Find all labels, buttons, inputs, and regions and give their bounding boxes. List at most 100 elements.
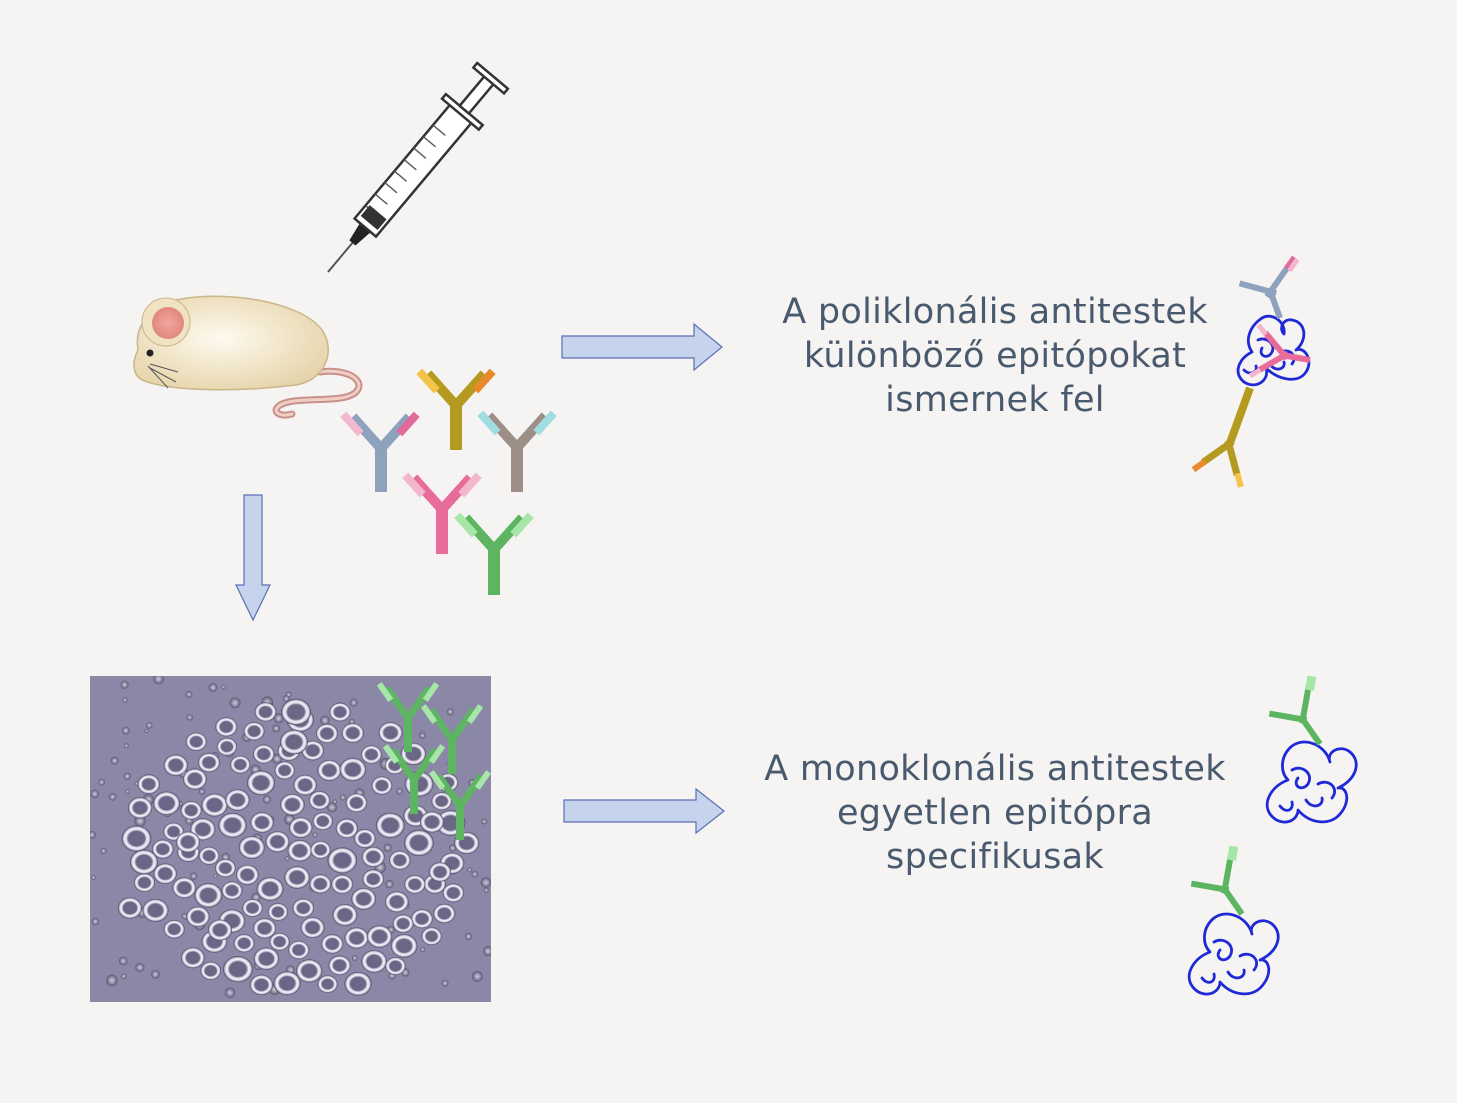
- debris-dot: [482, 946, 491, 957]
- hybridoma-cell: [127, 797, 153, 819]
- hybridoma-cell: [296, 959, 323, 983]
- hybridoma-cell: [360, 745, 382, 764]
- hybridoma-cell: [273, 971, 301, 996]
- hybridoma-cell: [269, 932, 290, 951]
- debris-dot: [98, 778, 106, 786]
- debris-dot: [396, 787, 403, 795]
- hybridoma-cell: [431, 792, 452, 811]
- hybridoma-cell: [243, 722, 265, 741]
- debris-dot: [419, 732, 426, 739]
- debris-dot: [120, 973, 127, 980]
- hybridoma-cell: [225, 789, 250, 811]
- hybridoma-cell: [361, 950, 387, 973]
- debris-dot: [326, 802, 338, 813]
- hybridoma-micrograph: [90, 676, 492, 1002]
- hybridoma-cell: [130, 849, 158, 875]
- arrow-right-bottom: [563, 787, 725, 835]
- hybridoma-cell: [354, 829, 376, 848]
- hybridoma-cell: [198, 846, 220, 865]
- hybridoma-cell: [152, 839, 174, 859]
- hybridoma-cell: [280, 793, 305, 816]
- hybridoma-cell: [341, 723, 364, 743]
- hybridoma-cell: [288, 940, 310, 960]
- debris-dot: [153, 676, 164, 685]
- debris-dot: [110, 756, 119, 765]
- debris-dot: [185, 691, 193, 698]
- hybridoma-cell: [328, 955, 351, 976]
- syringe-icon: [327, 61, 510, 273]
- debris-dot: [108, 792, 117, 801]
- debris-dot: [273, 713, 284, 724]
- debris-dot: [349, 698, 358, 707]
- antigen-blob-icon: [1236, 314, 1311, 387]
- hybridoma-cell: [201, 793, 228, 817]
- debris-dot: [383, 843, 392, 852]
- debris-dot: [284, 856, 290, 862]
- debris-dot: [464, 932, 473, 941]
- hybridoma-cell: [335, 818, 358, 839]
- debris-dot: [282, 695, 290, 703]
- hybridoma-cell: [274, 761, 295, 780]
- hybridoma-cell: [345, 793, 368, 813]
- hybridoma-cell: [254, 702, 277, 722]
- debris-dot: [221, 684, 226, 690]
- hybridoma-cell: [153, 863, 177, 884]
- polyclonal-antibodies-group: [340, 368, 557, 595]
- hybridoma-cell: [292, 898, 315, 918]
- debris-dot: [135, 962, 145, 973]
- hybridoma-cell: [317, 759, 342, 781]
- hybridoma-cell: [186, 906, 210, 928]
- hybridoma-cell: [390, 934, 418, 958]
- hybridoma-cell: [281, 698, 311, 726]
- debris-dot: [198, 788, 206, 795]
- hybridoma-cell: [182, 768, 207, 790]
- hybridoma-cell: [280, 729, 308, 755]
- hybridoma-cell: [256, 877, 284, 901]
- hybridoma-cell: [375, 812, 405, 839]
- polyclonal-caption-line-1: A poliklonális antitestek: [782, 292, 1208, 332]
- hybridoma-cell: [200, 961, 222, 980]
- hybridoma-cell: [242, 899, 263, 917]
- hybridoma-cell: [172, 877, 197, 899]
- hybridoma-cell: [442, 883, 464, 903]
- hybridoma-cell: [198, 752, 220, 773]
- hybridoma-cell: [384, 891, 409, 913]
- hybridoma-cell: [142, 898, 169, 922]
- antigen-blob-icon: [1187, 912, 1280, 996]
- hybridoma-cell: [176, 831, 200, 853]
- debris-dot: [91, 875, 96, 880]
- hybridoma-cell: [366, 925, 393, 948]
- debris-dot: [122, 697, 128, 703]
- hybridoma-cell: [238, 835, 265, 859]
- monoclonal-caption: A monoklonális antitestek egyetlen epitó…: [740, 747, 1250, 879]
- hybridoma-cell: [331, 874, 354, 894]
- hybridoma-cell: [321, 934, 344, 954]
- hybridoma-cell: [215, 717, 238, 737]
- hybridoma-cell: [194, 883, 223, 908]
- debris-dot: [186, 713, 193, 721]
- debris-dot: [181, 913, 188, 920]
- hybridoma-cell: [404, 829, 434, 857]
- debris-dot: [385, 879, 394, 889]
- hybridoma-cell: [233, 934, 255, 953]
- hybridoma-cell: [344, 971, 372, 996]
- hybridoma-cell: [371, 776, 393, 795]
- antibody-gold-icon: [416, 368, 496, 450]
- monoclonal-caption-line-1: A monoklonális antitestek: [764, 749, 1226, 789]
- debris-dot: [420, 946, 426, 953]
- polyclonal-caption-line-2: különböző epitópokat: [803, 336, 1187, 376]
- debris-dot: [208, 683, 218, 692]
- debris-dot: [100, 847, 107, 854]
- debris-dot: [483, 887, 489, 893]
- hybridoma-cell: [284, 866, 310, 889]
- hybridoma-cell: [121, 825, 152, 852]
- hybridoma-cell: [180, 801, 202, 820]
- hybridoma-cell: [312, 812, 333, 831]
- debris-dot: [467, 867, 473, 873]
- hybridoma-cell: [208, 919, 232, 941]
- debris-dot: [150, 969, 160, 979]
- hybridoma-cell: [163, 919, 185, 939]
- hybridoma-cell: [289, 817, 313, 838]
- hybridoma-cell: [378, 722, 403, 744]
